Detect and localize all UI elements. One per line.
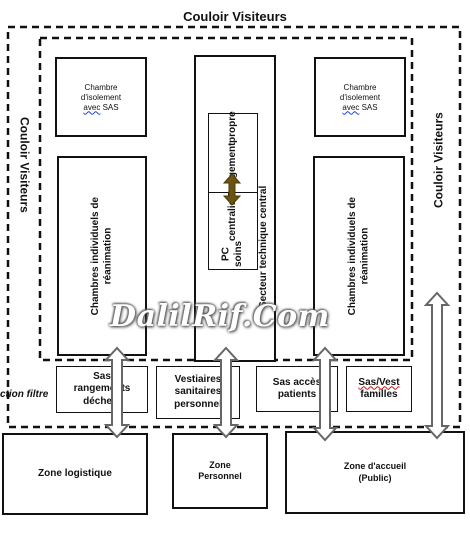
- pc-soins-label: PC soins centralisé: [215, 194, 251, 268]
- sas-patients: Sas accès patients: [256, 366, 338, 412]
- rangement-line1: Rangement: [226, 142, 238, 198]
- watermark-logo: DalilRif.Com: [110, 298, 330, 334]
- individual-rooms-right: Chambres individuels de réanimation: [313, 156, 405, 356]
- sas-vestiaires: Vestiaires sanitaires personnel: [156, 366, 240, 419]
- sas-familles-line2: familles: [360, 389, 398, 400]
- zone-personnel-line2: Personnel: [198, 471, 242, 481]
- sas-dechets-line1: Sas: [93, 370, 111, 382]
- zone-logistique: Zone logistique: [2, 433, 148, 515]
- sas-dechets-line3: déchets: [83, 395, 121, 407]
- isolation-right-line3-4: avec SAS: [342, 103, 377, 112]
- corridor-label-top: Couloir Visiteurs: [183, 8, 287, 24]
- sas-dechets-line2: rangements: [73, 383, 131, 395]
- sas-vestiaires-line3: personnel: [174, 398, 222, 410]
- isolation-left-line4: SAS: [102, 102, 119, 112]
- zone-accueil-line1: Zone d'accueil: [343, 461, 407, 472]
- storage-pc-box: Rangement propre PC soins centralisé: [208, 111, 258, 270]
- isolation-left-line2: d'isolement: [80, 92, 122, 102]
- pc-soins-line2: centralisé: [226, 194, 238, 242]
- individual-left-line2: réanimation: [102, 227, 113, 285]
- zone-logistique-label: Zone logistique: [38, 467, 112, 479]
- isolation-right-line2: d'isolement: [339, 92, 381, 102]
- individual-rooms-right-label: Chambres individuels de réanimation: [347, 197, 372, 315]
- rangement-label: Rangement propre: [215, 111, 251, 197]
- sas-vestiaires-line2: sanitaires: [174, 386, 222, 398]
- isolation-room-left: Chambre d'isolement avec SAS: [55, 57, 147, 137]
- sas-dechets: Sas rangements déchets: [56, 366, 148, 413]
- sas-familles-text: Sas/Vest: [358, 376, 400, 388]
- isolation-left-line1: Chambre: [84, 82, 118, 92]
- isolation-left-line3: avec: [83, 102, 101, 112]
- sas-patients-line2: patients: [277, 389, 317, 400]
- zone-personnel: Zone Personnel: [172, 433, 268, 509]
- corridor-label-left: Couloir Visiteurs: [17, 117, 32, 213]
- zone-personnel-line1: Zone: [209, 459, 231, 470]
- individual-right-line1: Chambres individuels de: [346, 196, 358, 316]
- isolation-right-line4: SAS: [361, 102, 378, 112]
- rangement-line2: propre: [226, 110, 238, 143]
- filter-section-label: ction filtre: [0, 389, 49, 400]
- sas-familles: Sas/Vest familles: [346, 366, 412, 412]
- pc-soins-line1: PC soins: [220, 241, 245, 268]
- corridor-label-right: Couloir Visiteurs: [431, 112, 446, 208]
- zone-accueil-line2: (Public): [358, 472, 392, 483]
- individual-rooms-left: Chambres individuels de réanimation: [57, 156, 147, 356]
- isolation-right-line3: avec: [342, 102, 360, 112]
- zone-accueil: Zone d'accueil (Public): [285, 431, 465, 514]
- isolation-right-line1: Chambre: [343, 82, 377, 92]
- individual-left-line1: Chambres individuels de: [89, 196, 101, 316]
- isolation-left-line3-4: avec SAS: [83, 103, 118, 112]
- double-arrow-familles: [423, 291, 451, 440]
- sas-patients-line1: Sas accès: [272, 376, 322, 388]
- sas-familles-line1: Sas/Vest: [358, 377, 399, 390]
- sas-vestiaires-line1: Vestiaires: [174, 373, 222, 385]
- isolation-room-right: Chambre d'isolement avec SAS: [314, 57, 406, 137]
- individual-right-line2: réanimation: [359, 227, 370, 285]
